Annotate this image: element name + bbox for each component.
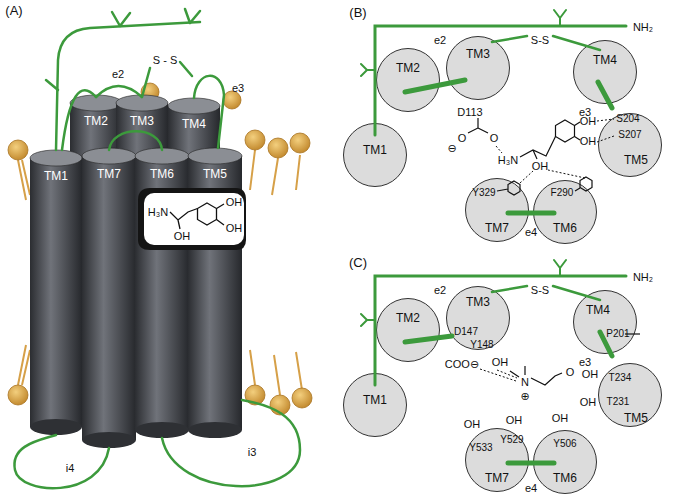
residue-label: T234 — [609, 373, 632, 383]
residue-label: O — [490, 133, 499, 144]
helix-circle: TM2 — [376, 48, 440, 112]
helix-label: TM6 — [553, 472, 577, 484]
helix-label: TM4 — [586, 304, 610, 316]
residue-label: OH — [506, 415, 523, 426]
helix-label: TM7 — [485, 222, 509, 234]
residue-label: ⊕ — [520, 391, 529, 402]
helix-outline — [376, 298, 440, 362]
residue-label: OH — [580, 116, 597, 127]
panel-letter: (A) — [5, 4, 22, 17]
helix-label: TM7 — [97, 168, 121, 180]
residue-label: O — [458, 133, 467, 144]
residue-label: S - S — [153, 55, 177, 66]
residue-label: D147 — [454, 327, 478, 337]
residue-label: F290 — [551, 188, 574, 198]
residue-label: NH₂ — [633, 22, 653, 33]
residue-label: O — [566, 367, 575, 378]
residue-label: OH — [492, 357, 509, 368]
helix-label: TM5 — [203, 168, 227, 180]
residue-label: OH — [464, 419, 481, 430]
residue-label: i4 — [66, 463, 75, 474]
residue-label: D113 — [457, 107, 482, 118]
helix-cylinder: TM7 — [82, 148, 136, 448]
residue-label: e4 — [525, 483, 537, 494]
residue-label: Y329 — [472, 188, 495, 198]
panel-letter: (B) — [349, 6, 366, 19]
residue-label: e2 — [112, 69, 124, 80]
helix-circle: TM3 — [446, 36, 510, 100]
residue-label: Y529 — [500, 435, 523, 445]
residue-label: H₃N — [148, 207, 168, 218]
residue-label: N — [521, 377, 529, 388]
helix-label: TM7 — [485, 472, 509, 484]
residue-label: COO⊖ — [445, 359, 479, 370]
helix-outline — [30, 150, 82, 435]
helix-label: TM5 — [624, 154, 648, 166]
residue-label: OH — [580, 397, 597, 408]
panel-letter: (C) — [349, 256, 367, 269]
helix-label: TM4 — [593, 54, 617, 66]
helix-label: TM3 — [466, 296, 490, 308]
helix-outline — [82, 148, 136, 448]
residue-label: S-S — [531, 35, 549, 46]
helix-outline — [376, 48, 440, 112]
residue-label: Y533 — [469, 443, 492, 453]
residue-label: OH — [580, 136, 597, 147]
residue-label: OH — [532, 161, 549, 172]
residue-label: S-S — [531, 285, 549, 296]
helix-outline — [446, 36, 510, 100]
residue-label: OH — [226, 223, 243, 234]
residue-label: e3 — [232, 83, 244, 94]
helix-label: TM6 — [553, 222, 577, 234]
residue-label: T231 — [607, 397, 630, 407]
helix-label: TM3 — [466, 48, 490, 60]
helix-label: TM4 — [182, 118, 206, 130]
residue-label: NH₂ — [633, 272, 653, 283]
residue-label: H₃N — [498, 155, 518, 166]
helix-label: TM1 — [363, 394, 387, 406]
residue-label: ⊖ — [447, 143, 456, 154]
residue-label: OH — [582, 369, 599, 380]
helix-cylinder: TM1 — [30, 150, 82, 435]
helix-circle: TM2 — [376, 298, 440, 362]
helix-label: TM3 — [130, 115, 154, 127]
residue-label: Y148 — [470, 340, 493, 350]
residue-label: e2 — [434, 285, 446, 296]
helix-label: TM5 — [624, 412, 648, 424]
residue-label: S207 — [618, 130, 641, 140]
residue-label: e4 — [525, 227, 537, 238]
helix-label: TM6 — [150, 168, 174, 180]
residue-label: Y506 — [553, 439, 576, 449]
residue-label: OH — [552, 413, 569, 424]
residue-label: OH — [226, 197, 243, 208]
helix-label: TM1 — [44, 170, 68, 182]
residue-label: i3 — [248, 447, 257, 458]
helix-label: TM1 — [363, 144, 387, 156]
residue-label: e3 — [579, 357, 591, 368]
helix-label: TM2 — [84, 115, 108, 127]
residue-label: OH — [174, 231, 191, 242]
residue-label: S204 — [616, 114, 639, 124]
helix-label: TM2 — [396, 62, 420, 74]
helix-label: TM2 — [396, 312, 420, 324]
residue-label: e2 — [434, 35, 446, 46]
residue-label: P201 — [606, 329, 629, 339]
